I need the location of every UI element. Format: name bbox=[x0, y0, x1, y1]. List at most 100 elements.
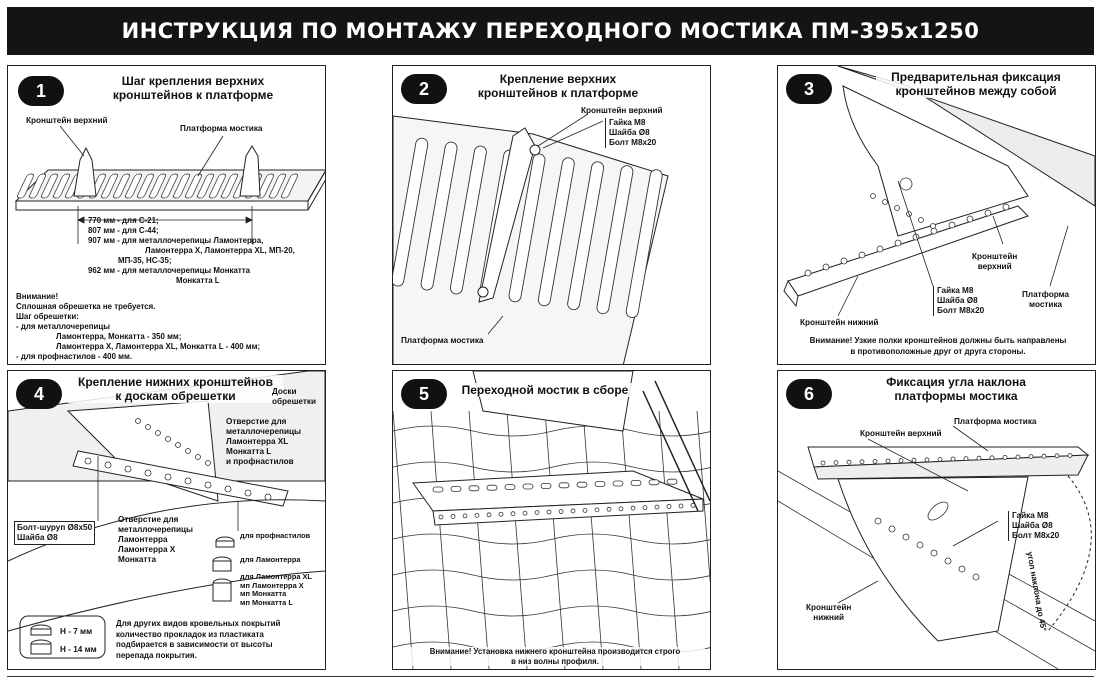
platform-hole bbox=[594, 507, 600, 513]
platform-slot bbox=[508, 153, 546, 303]
page-header: ИНСТРУКЦИЯ ПО МОНТАЖУ ПЕРЕХОДНОГО МОСТИК… bbox=[7, 7, 1094, 55]
label-h14: Н - 14 мм bbox=[60, 645, 97, 654]
platform-hole bbox=[462, 513, 468, 519]
bracket-hole bbox=[204, 481, 212, 489]
label-washer: Шайба Ø8 bbox=[609, 128, 650, 137]
platform-hole bbox=[1028, 454, 1034, 459]
bracket-hole bbox=[958, 565, 966, 573]
label-line: верхний bbox=[977, 262, 1012, 271]
step-number-badge: 3 bbox=[786, 74, 832, 104]
label-washer: Шайба Ø8 bbox=[937, 296, 978, 305]
step-title: Предварительная фиксация кронштейнов меж… bbox=[876, 70, 1076, 98]
bracket-hole bbox=[858, 251, 866, 259]
platform-slot bbox=[137, 173, 154, 199]
platform-hole bbox=[678, 503, 684, 509]
label-line: Шайба Ø8 bbox=[17, 533, 58, 542]
step-title-line: платформы мостика bbox=[894, 389, 1018, 403]
step-title-line: Крепление нижних кронштейнов bbox=[78, 375, 273, 389]
note-line: - для профнастилов - 400 мм. bbox=[16, 352, 133, 361]
bracket-hole bbox=[930, 227, 938, 235]
note-line: перепада покрытия. bbox=[116, 650, 197, 660]
label-line: мп Монкатта L bbox=[240, 597, 293, 607]
bracket-hole bbox=[84, 457, 92, 465]
bracket-hole bbox=[930, 223, 936, 229]
platform-hole bbox=[582, 507, 588, 513]
platform-hole bbox=[630, 505, 636, 511]
step-title-line: Переходной мостик в сборе bbox=[461, 383, 629, 397]
platform-hole bbox=[976, 455, 982, 461]
platform-slot bbox=[281, 173, 298, 199]
bracket-hole bbox=[1002, 203, 1010, 211]
bottom-rule bbox=[7, 676, 1094, 677]
bracket-hole bbox=[888, 525, 896, 533]
bracket-hole bbox=[205, 460, 211, 466]
step-title: Шаг крепления верхних кронштейнов к плат… bbox=[103, 74, 283, 102]
bracket-hole bbox=[224, 485, 232, 493]
platform-hole bbox=[606, 506, 612, 512]
step-title: Фиксация угла наклона платформы мостика bbox=[856, 375, 1056, 403]
label-washer: Шайба Ø8 bbox=[1012, 521, 1053, 530]
step-title: Крепление нижних кронштейнов к доскам об… bbox=[68, 375, 283, 403]
label-line: Болт-шуруп Ø8х50 bbox=[17, 523, 93, 532]
label-platform: Платформа мостика bbox=[180, 124, 263, 133]
step-title-line: Крепление верхних bbox=[499, 72, 617, 86]
bracket-hole bbox=[876, 245, 884, 253]
label-line: Монкатта bbox=[118, 555, 156, 564]
step-title-line: к доскам обрешетки bbox=[115, 389, 236, 403]
platform-slot bbox=[269, 173, 286, 199]
attention-note: Внимание! Установка нижнего кронштейна п… bbox=[405, 647, 705, 666]
bracket-hole bbox=[894, 239, 902, 247]
roof-tile-rib bbox=[544, 410, 566, 669]
bracket-hole bbox=[164, 473, 172, 481]
roof-tile-rib bbox=[468, 410, 490, 669]
platform-slot bbox=[596, 165, 634, 315]
step-title-line: кронштейнов к платформе bbox=[477, 86, 639, 100]
label-bracket-lower: Кронштейн нижний bbox=[800, 318, 879, 327]
platform-slot bbox=[125, 173, 142, 199]
bracket-hole bbox=[918, 217, 924, 223]
bracket-hole bbox=[804, 269, 812, 277]
platform-hole bbox=[642, 505, 648, 511]
label-bolt: Болт М8х20 bbox=[1012, 531, 1060, 540]
platform-hole bbox=[666, 504, 672, 509]
platform-slot bbox=[540, 483, 552, 489]
label-line: и профнастилов bbox=[226, 457, 294, 466]
platform-hole bbox=[846, 459, 852, 465]
dimension-item: 962 мм - для металлочерепицы Монкатта bbox=[88, 266, 250, 275]
bracket-slot bbox=[927, 501, 949, 521]
platform-slot bbox=[630, 480, 642, 486]
label-hole-xl: Отверстие для металлочерепицы Ламонтерра… bbox=[226, 417, 301, 467]
label-bolt-screw: Болт-шуруп Ø8х50 Шайба Ø8 bbox=[14, 521, 96, 545]
dimension-list: 770 мм - для С-21; 807 мм - для С-44; 90… bbox=[88, 216, 295, 286]
roof-tile-rib bbox=[620, 410, 642, 669]
dimension-item: 907 мм - для металлочерепицы Ламонтерра, bbox=[88, 236, 264, 245]
note-line: в низ волны профиля. bbox=[511, 656, 599, 666]
platform-hole bbox=[522, 510, 528, 516]
bracket-hole bbox=[104, 461, 112, 469]
platform-slot bbox=[648, 479, 660, 486]
bracket-hole bbox=[984, 209, 992, 217]
platform-hole bbox=[911, 457, 917, 463]
platform-hole bbox=[534, 510, 540, 516]
fastener-list: Гайка М8 Шайба Ø8 Болт М8х20 bbox=[1008, 511, 1059, 541]
note-line: Ламонтерра, Монкатта - 350 мм; bbox=[56, 332, 182, 341]
platform-hole bbox=[1002, 455, 1008, 460]
step-title: Переходной мостик в сборе bbox=[455, 383, 635, 397]
bracket-hole bbox=[870, 193, 876, 199]
platform-slot bbox=[17, 173, 34, 199]
label-bracket-upper: Кронштейн верхний bbox=[581, 106, 663, 115]
platform-slot bbox=[576, 481, 588, 488]
step-number-badge: 5 bbox=[401, 379, 447, 409]
panel-step-4: 4 Крепление нижних кронштейнов к доскам … bbox=[7, 370, 326, 670]
label-line: Ламонтерра bbox=[118, 535, 168, 544]
panel-step-3: 3 Предварительная фиксация кронштейнов м… bbox=[777, 65, 1096, 365]
roof-tile-rib bbox=[430, 410, 452, 669]
bracket-hole bbox=[244, 489, 252, 497]
bracket-hole bbox=[144, 469, 152, 477]
platform-slot bbox=[522, 483, 534, 490]
bracket-hole bbox=[840, 257, 848, 265]
platform-slot bbox=[113, 173, 130, 199]
bracket-hole bbox=[135, 418, 141, 424]
note-line: - для металлочерепицы bbox=[16, 322, 110, 331]
platform-hole bbox=[950, 456, 956, 462]
